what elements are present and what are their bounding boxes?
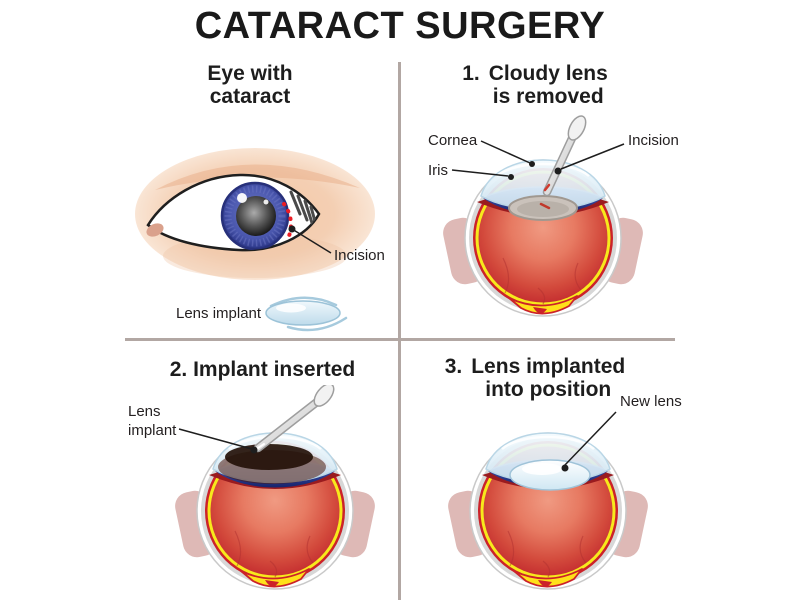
lens-implant-illustration <box>265 296 348 332</box>
incision-dashed-arc <box>282 202 293 238</box>
lens-implant-step2-label-line1: Lens <box>128 403 161 420</box>
eye-front-illustration <box>135 148 375 280</box>
folded-implant <box>225 444 313 470</box>
iris-label: Iris <box>428 162 448 179</box>
panel-step1-heading-line1: Cloudy lens <box>488 62 608 85</box>
lens-implant-label: Lens implant <box>176 305 262 322</box>
cloudy-pupil <box>236 196 276 236</box>
panel-step3-heading-line1: Lens implanted <box>471 355 626 378</box>
panel-step3-heading-line2: into position <box>485 378 612 401</box>
eyelashes <box>289 190 319 234</box>
panel-step3-number: 3. <box>444 355 463 378</box>
poster-title: CATARACT SURGERY <box>194 5 606 47</box>
panel-overview-heading: Eye with cataract <box>130 62 370 108</box>
incision-step1-label: Incision <box>628 132 679 149</box>
lens-implant-step2-label: Lens implant <box>128 402 176 440</box>
cornea-label: Cornea <box>428 132 478 149</box>
divider-vertical <box>398 62 401 600</box>
panel-overview-heading-line2: cataract <box>209 85 291 108</box>
surgical-instrument <box>253 385 335 453</box>
panel-step1-heading: 1. Cloudy lens is removed <box>395 62 675 108</box>
incision-label: Incision <box>334 247 385 264</box>
new-lens-label: New lens <box>620 393 682 410</box>
eyeball-step2-illustration <box>172 385 378 591</box>
panel-overview-heading-line1: Eye with <box>207 62 293 85</box>
divider-horizontal <box>125 338 675 341</box>
caruncle <box>146 223 164 237</box>
eyeball-step3-illustration <box>445 431 651 591</box>
panel-step3-heading: 3. Lens implanted into position <box>400 355 670 401</box>
panel-step1-number: 1. <box>462 62 480 85</box>
panel-step2-heading: 2. Implant inserted <box>169 358 356 381</box>
lens-implant-step2-label-line2: implant <box>128 422 177 439</box>
panel-step1-heading-line2: is removed <box>492 85 604 108</box>
